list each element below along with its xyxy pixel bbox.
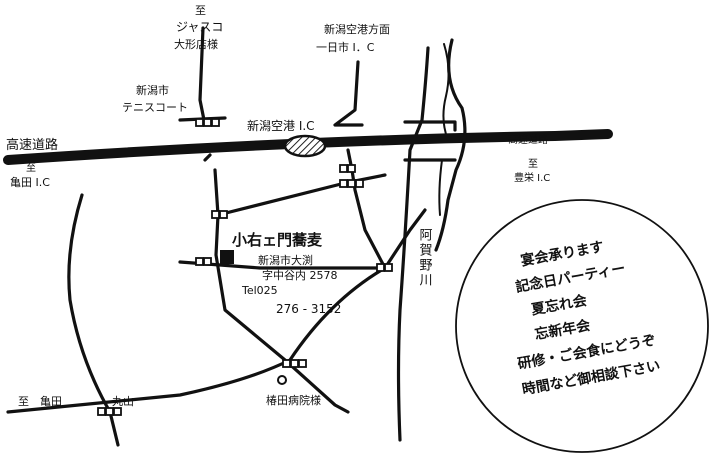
expressway-left-label: 高速道路 [6, 137, 58, 153]
river-bank-east [434, 38, 467, 252]
airport-direction-label: 新潟空港方面 [324, 22, 390, 36]
toyosaka-ic-to-label: 至 [528, 158, 538, 170]
restaurant-tel-2: 276 - 3152 [276, 302, 341, 316]
jasco-branch-label: 大形店様 [174, 37, 218, 51]
restaurant-address-2: 字中谷内 2578 [262, 268, 338, 282]
hospital-marker [277, 375, 287, 385]
signal-restaurant [195, 257, 212, 266]
road-ic-south [346, 148, 387, 270]
river-name-label: 阿賀野川 [417, 228, 433, 288]
road-restaurant-curve [6, 266, 387, 414]
tennis-court-label: テニスコート [122, 101, 188, 114]
expressway-right-label: 高速道路 [508, 133, 548, 146]
promo-circle [455, 199, 709, 453]
signal-east [376, 263, 393, 272]
airport-ic-label: 新潟空港 I.C [247, 118, 315, 133]
kameda-bottom-label: 至 亀田 [18, 394, 62, 408]
river-center-line [442, 43, 450, 141]
kameda-ic-label: 亀田 I.C [10, 175, 50, 189]
hospital-label: 椿田病院様 [266, 393, 321, 407]
road-east-spur [403, 120, 457, 132]
jasco-to-label: 至 [195, 4, 206, 17]
ichinichi-ic-label: 一日市 I．C [316, 40, 375, 54]
restaurant-address-1: 新潟市大渕 [258, 253, 313, 267]
signal-jasco [195, 118, 220, 127]
signal-west [211, 210, 228, 219]
restaurant-marker [220, 250, 234, 264]
road-tennis-ns [203, 153, 212, 162]
niigata-city-label: 新潟市 [136, 83, 169, 97]
restaurant-tel-1: Tel025 [241, 284, 278, 297]
signal-ic-north [339, 164, 356, 173]
maruyama-label: 丸山 [112, 395, 134, 408]
river-bank-west [396, 46, 430, 442]
road-airport-north [333, 60, 364, 127]
signal-ic-south [339, 179, 364, 188]
signal-hospital [282, 359, 307, 368]
toyosaka-ic-label: 豊栄 I.C [514, 171, 550, 184]
airport-ic-interchange [283, 134, 327, 158]
road-west-curve [67, 193, 120, 447]
jasco-name-label: ジャスコ [176, 20, 223, 34]
river-stream [438, 159, 443, 216]
road-diagonal-se [383, 208, 427, 270]
restaurant-name: 小右ェ門蕎麦 [232, 231, 323, 249]
kameda-ic-to-label: 至 [26, 162, 36, 174]
road-jasco [198, 26, 207, 127]
signal-maruyama [97, 407, 122, 416]
